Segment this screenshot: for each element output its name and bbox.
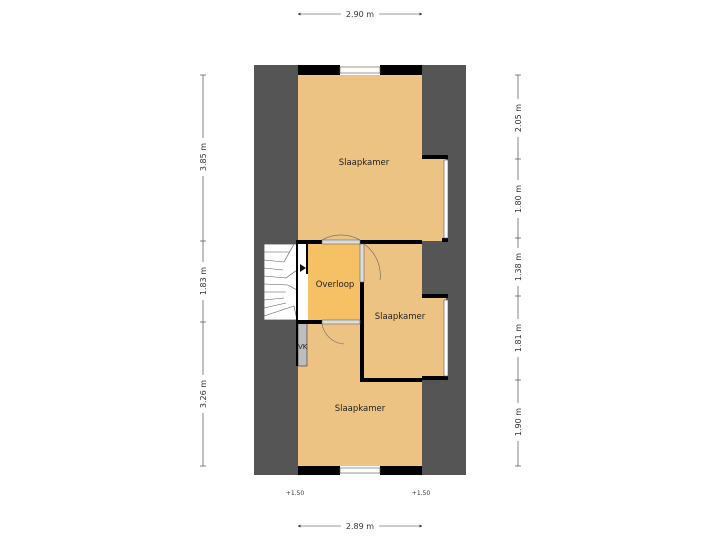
stair-tread: [263, 283, 289, 286]
stair-tread: [287, 284, 298, 291]
stair-tread: [285, 269, 298, 279]
stair-tread: [263, 302, 287, 309]
dimension-top-width: 2.90 m: [346, 10, 374, 19]
stair-tread: [263, 275, 287, 279]
room-landing: [308, 244, 362, 320]
dimension-left-3: 3.26 m: [199, 380, 208, 408]
dimensions-right: 2.05 m 1.80 m 1.38 m 1.81 m 1.90 m: [512, 74, 524, 467]
room-label-bottom-bedroom: Slaapkamer: [335, 404, 386, 414]
stair-direction-arrow: [300, 264, 306, 272]
doors: [321, 234, 381, 345]
dimension-right-4: 1.81 m: [514, 324, 523, 352]
dimension-right-1: 2.05 m: [514, 104, 523, 132]
alcove-right: [422, 296, 446, 378]
stair-tread: [263, 267, 284, 271]
room-top-bedroom: [298, 75, 422, 241]
roof-slope-right: [422, 65, 466, 475]
stair-tread: [263, 305, 295, 317]
dimension-right-2: 1.80 m: [514, 185, 523, 213]
dimension-left-1: 3.85 m: [199, 143, 208, 171]
room-label-landing: Overloop: [316, 280, 355, 290]
room-label-utility-cupboard: VK: [298, 343, 308, 351]
stair-tread: [263, 259, 285, 263]
dimension-right-3: 1.38 m: [514, 253, 523, 281]
walls: [296, 65, 448, 475]
room-label-top-bedroom: Slaapkamer: [339, 158, 390, 168]
dimension-bottom-width: 2.89 m: [346, 522, 374, 531]
room-label-right-bedroom: Slaapkamer: [375, 312, 426, 322]
dimension-left-2: 1.83 m: [199, 267, 208, 295]
stair-tread: [263, 297, 285, 301]
stair-treads: [263, 243, 298, 321]
stair-tread: [283, 243, 295, 263]
room-bottom-bedroom-lower: [298, 378, 422, 466]
room-right-bedroom: [364, 243, 422, 378]
dimensions-left: 3.85 m 1.83 m 3.26 m: [197, 74, 209, 467]
alcove-top: [422, 157, 446, 241]
windows: [339, 66, 449, 474]
staircase: [263, 243, 298, 321]
dimension-right-5: 1.90 m: [514, 408, 523, 436]
level-marker-right: +1.50: [412, 490, 431, 497]
level-marker-left: +1.50: [286, 490, 305, 497]
